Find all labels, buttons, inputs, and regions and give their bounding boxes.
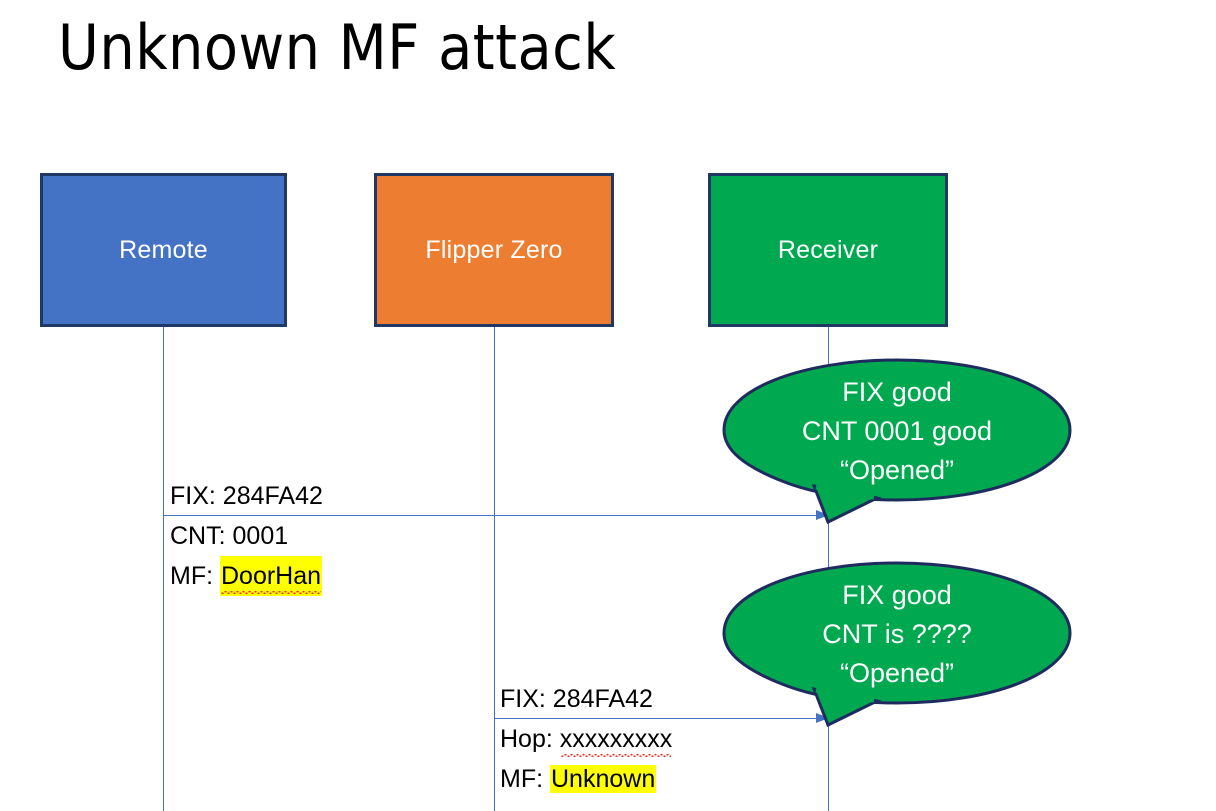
actor-box-flipper[interactable]: Flipper Zero <box>374 173 614 327</box>
note-1-line-2: CNT: 0001 <box>170 516 323 556</box>
message-arrow-flipper-to-receiver <box>494 713 829 723</box>
note-1-line-1-value: 284FA42 <box>222 482 323 510</box>
actor-box-receiver[interactable]: Receiver <box>708 173 948 327</box>
actor-label-flipper: Flipper Zero <box>425 235 563 264</box>
note-1-line-1: FIX: 284FA42 <box>170 476 323 516</box>
note-1-line-2-label: CNT: <box>170 522 226 550</box>
bubble-ellipse-2 <box>722 561 1072 705</box>
note-2-line-3-value-highlighted: Unknown <box>550 765 657 793</box>
actor-box-remote[interactable]: Remote <box>40 173 287 327</box>
lifeline-flipper <box>494 327 495 811</box>
note-2-line-3: MF: Unknown <box>500 759 672 799</box>
lifeline-remote <box>163 327 164 811</box>
actor-label-receiver: Receiver <box>777 235 879 264</box>
note-1-line-2-value: 0001 <box>232 522 289 550</box>
note-2-line-1-value: 284FA42 <box>552 685 653 713</box>
message-note-1: FIX: 284FA42 CNT: 0001 MF: DoorHan <box>170 476 323 596</box>
note-2-line-2-label: Hop: <box>500 725 553 753</box>
actor-label-remote: Remote <box>119 235 208 264</box>
page-title: Unknown MF attack <box>58 11 617 84</box>
note-2-line-2: Hop: xxxxxxxxx <box>500 719 672 759</box>
note-1-line-3-value-highlighted: DoorHan <box>220 556 323 596</box>
message-note-2: FIX: 284FA42 Hop: xxxxxxxxx MF: Unknown <box>500 679 672 799</box>
speech-bubble-receiver-1[interactable]: FIX good CNT 0001 good “Opened” <box>722 358 1072 525</box>
note-1-line-3-label: MF: <box>170 562 214 590</box>
note-1-line-1-label: FIX: <box>170 482 216 510</box>
bubble-ellipse-1 <box>722 358 1072 502</box>
note-2-line-1: FIX: 284FA42 <box>500 679 672 719</box>
note-2-line-2-value: xxxxxxxxx <box>560 719 672 759</box>
note-1-line-3: MF: DoorHan <box>170 556 323 596</box>
message-arrow-remote-to-receiver <box>163 510 829 520</box>
note-2-line-1-label: FIX: <box>500 685 546 713</box>
speech-bubble-receiver-2[interactable]: FIX good CNT is ???? “Opened” <box>722 561 1072 728</box>
note-2-line-3-label: MF: <box>500 765 544 793</box>
